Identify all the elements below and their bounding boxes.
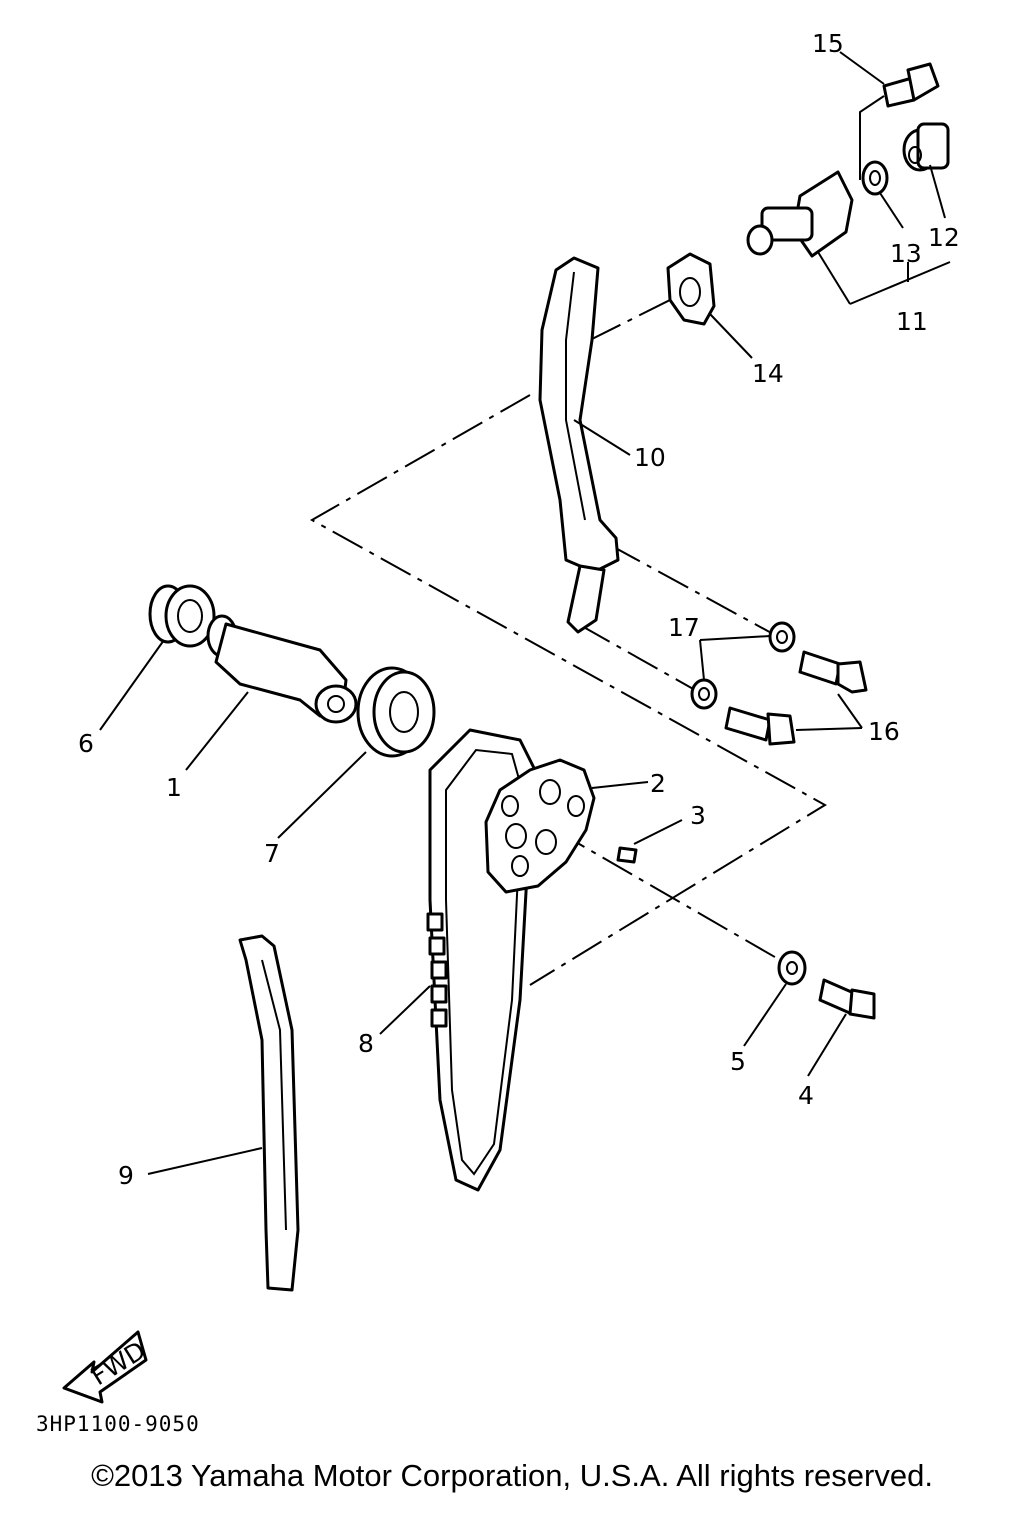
part-16-bolt-lower[interactable]: [724, 706, 796, 746]
callout-1: 1: [166, 773, 182, 802]
callout-3: 3: [690, 801, 706, 830]
part-14-gasket[interactable]: [666, 252, 716, 326]
part-2-sprocket[interactable]: [484, 758, 596, 894]
callout-10: 10: [634, 443, 666, 472]
part-17-washer-upper[interactable]: [768, 621, 796, 653]
part-1-camshaft[interactable]: [206, 614, 358, 724]
part-15-bolt[interactable]: [882, 62, 940, 108]
callout-5: 5: [730, 1047, 746, 1076]
part-3-dowel-pin[interactable]: [616, 846, 638, 864]
callout-17: 17: [668, 613, 700, 642]
leader-lines: [99, 51, 951, 1175]
callout-16: 16: [868, 717, 900, 746]
drawing-code: 3HP1100-9050: [36, 1412, 200, 1436]
assembly-boundary: [309, 289, 827, 986]
part-9-chain-guide[interactable]: [238, 934, 300, 1292]
callout-14: 14: [752, 359, 784, 388]
part-17-washer-lower[interactable]: [690, 678, 718, 710]
part-10-guide[interactable]: [538, 256, 620, 634]
copyright-notice: ©2013 Yamaha Motor Corporation, U.S.A. A…: [91, 1458, 933, 1493]
callout-9: 9: [118, 1161, 134, 1190]
part-6-bearing[interactable]: [148, 584, 216, 648]
callout-8: 8: [358, 1029, 374, 1058]
callout-12: 12: [928, 223, 960, 252]
fwd-arrow-icon: [62, 1330, 148, 1404]
part-5-washer[interactable]: [777, 950, 807, 986]
part-11-tensioner[interactable]: [746, 170, 854, 258]
callout-7: 7: [264, 839, 280, 868]
callout-11: 11: [896, 307, 928, 336]
callout-6: 6: [78, 729, 94, 758]
part-7-bearing[interactable]: [356, 666, 436, 758]
callout-2: 2: [650, 769, 666, 798]
part-12-plug[interactable]: [902, 122, 950, 172]
callout-4: 4: [798, 1081, 814, 1110]
part-13-washer[interactable]: [861, 160, 889, 196]
part-16-bolt-upper[interactable]: [798, 650, 868, 694]
part-4-bolt[interactable]: [818, 978, 876, 1020]
callout-15: 15: [812, 29, 844, 58]
callout-13: 13: [890, 239, 922, 268]
